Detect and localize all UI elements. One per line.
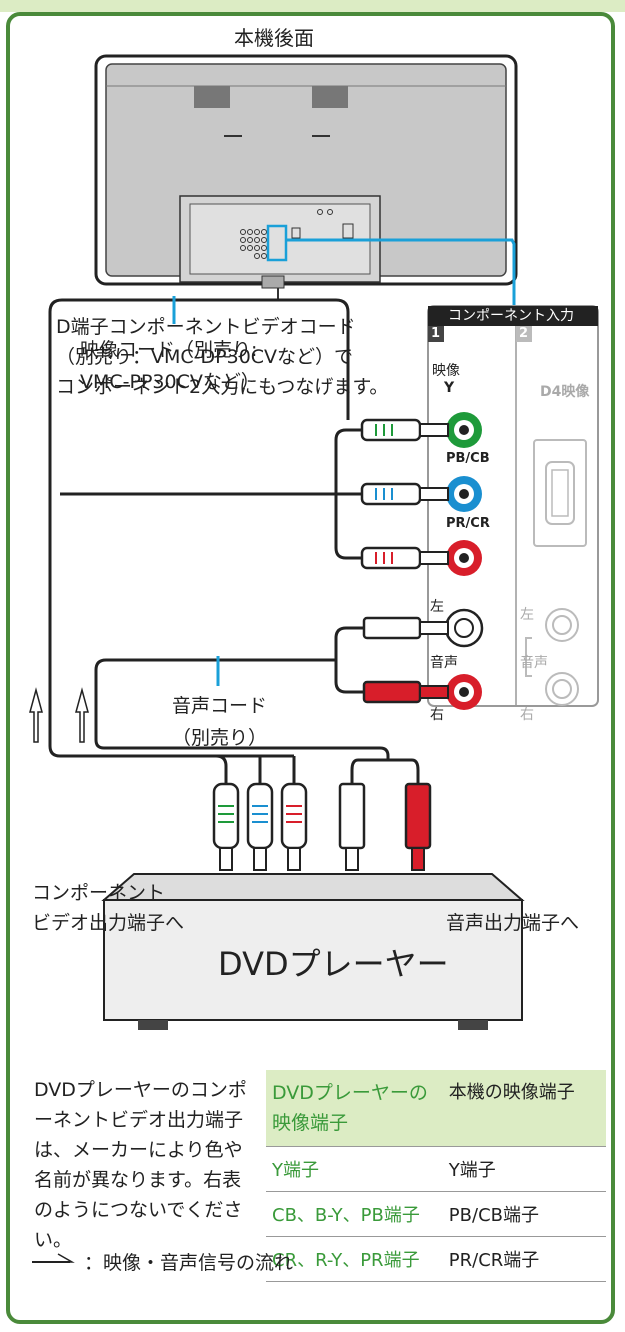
rear-title: 本機後面 [234, 26, 314, 50]
table-header-tv: 本機の映像端子 [442, 1070, 606, 1147]
tv-rear-illustration [94, 54, 518, 300]
table-cell: PB/CB端子 [442, 1191, 606, 1237]
flow-legend-icon [32, 1253, 75, 1263]
table-cell: CB、B-Y、PB端子 [266, 1191, 443, 1237]
video-cord-label: 映像コード（別売り: VMC-PP30CVなど） [80, 339, 260, 393]
audio-label: 音声 [430, 655, 458, 671]
audio-cord-label: 音声コード （別売り） [172, 695, 268, 749]
top-band [0, 0, 625, 12]
cables [48, 298, 420, 784]
description-text: DVDプレーヤーのコンポーネントビデオ出力端子は、メーカーにより色や名前が異なり… [34, 1079, 247, 1251]
right-label-2: 右 [520, 707, 534, 723]
d-terminal-cable [286, 238, 516, 308]
terminal-table: DVDプレーヤーの映像端子 本機の映像端子 Y端子 Y端子 CB、B-Y、PB端… [266, 1070, 606, 1282]
right-label: 右 [430, 707, 444, 723]
panel-col2: 2 [519, 326, 529, 341]
table-row: CB、B-Y、PB端子 PB/CB端子 [266, 1191, 606, 1237]
audio-label-2: 音声 [520, 655, 548, 671]
panel-col1: 1 [431, 326, 441, 341]
component-input-panel [427, 305, 599, 710]
table-row: Y端子 Y端子 [266, 1146, 606, 1192]
audio-out-label: 音声出力端子へ [446, 912, 580, 934]
component-out-label: コンポーネント ビデオ出力端子へ [32, 882, 185, 934]
video-label: 映像 [432, 363, 460, 379]
flow-legend-text: ：映像・音声信号の流れ [84, 1252, 294, 1274]
table-header-dvd: DVDプレーヤーの映像端子 [266, 1070, 443, 1147]
pr-label: PR/CR [446, 516, 490, 531]
dvd-player-illustration [101, 873, 525, 1030]
flow-arrows [29, 687, 89, 743]
d4-label: D4映像 [540, 384, 590, 400]
left-label-2: 左 [520, 607, 534, 623]
dvd-player-label: DVDプレーヤー [218, 945, 449, 983]
y-label: Y [444, 380, 455, 396]
table-cell: PR/CR端子 [442, 1236, 606, 1282]
plugs-dvd [212, 782, 432, 871]
table-cell: Y端子 [266, 1146, 443, 1192]
table-row: CR、R-Y、PR端子 PR/CR端子 [266, 1236, 606, 1282]
table-cell: Y端子 [442, 1146, 606, 1192]
table-cell: CR、R-Y、PR端子 [266, 1236, 443, 1282]
panel-header: コンポーネント入力 [448, 308, 574, 324]
d-cable-note: D端子コンポーネントビデオコード （別売り：VMC-DP30CVなど）で コンポ… [56, 316, 389, 398]
pb-label: PB/CB [446, 451, 490, 466]
left-label: 左 [430, 599, 444, 615]
plugs-panel [360, 418, 449, 704]
